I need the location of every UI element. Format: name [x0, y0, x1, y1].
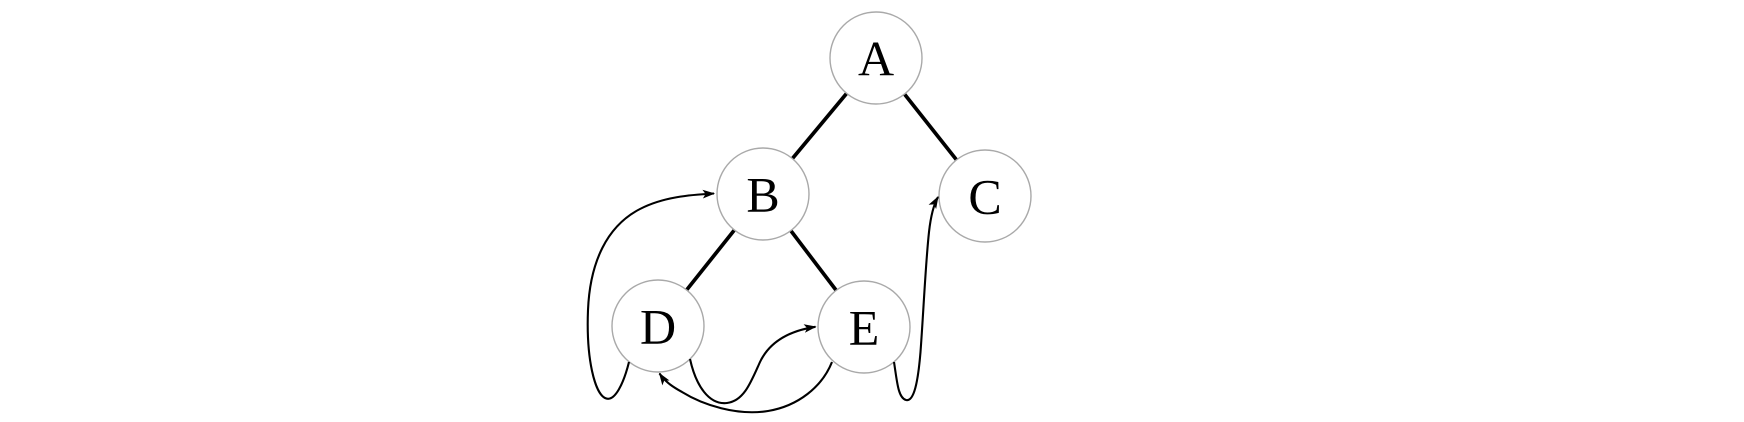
node-A-circle [829, 11, 923, 105]
node-C: C [938, 149, 1032, 243]
node-layer: A B C D E [611, 11, 1032, 374]
arrow-E-to-D [658, 361, 833, 414]
arrow-E-to-C [892, 196, 939, 402]
curved-arrow-layer [586, 189, 939, 414]
node-D-circle [611, 279, 705, 373]
node-B: B [716, 147, 810, 241]
tree-edge-A-B [790, 92, 849, 160]
tree-edge-A-C [903, 92, 958, 162]
node-A-label: A [858, 30, 894, 86]
node-A: A [829, 11, 923, 105]
tree-edge-B-E [789, 229, 838, 292]
node-B-circle [716, 147, 810, 241]
arrow-D-to-B [586, 189, 716, 400]
tree-edge-layer [685, 92, 958, 292]
node-E: E [817, 280, 911, 374]
node-C-label: C [968, 168, 1001, 224]
node-D-label: D [640, 298, 676, 354]
arrow-D-to-E [688, 324, 817, 405]
node-D: D [611, 279, 705, 373]
node-C-circle [938, 149, 1032, 243]
tree-edge-B-D [685, 228, 736, 292]
node-B-label: B [746, 166, 779, 222]
node-E-circle [817, 280, 911, 374]
node-E-label: E [849, 299, 880, 355]
